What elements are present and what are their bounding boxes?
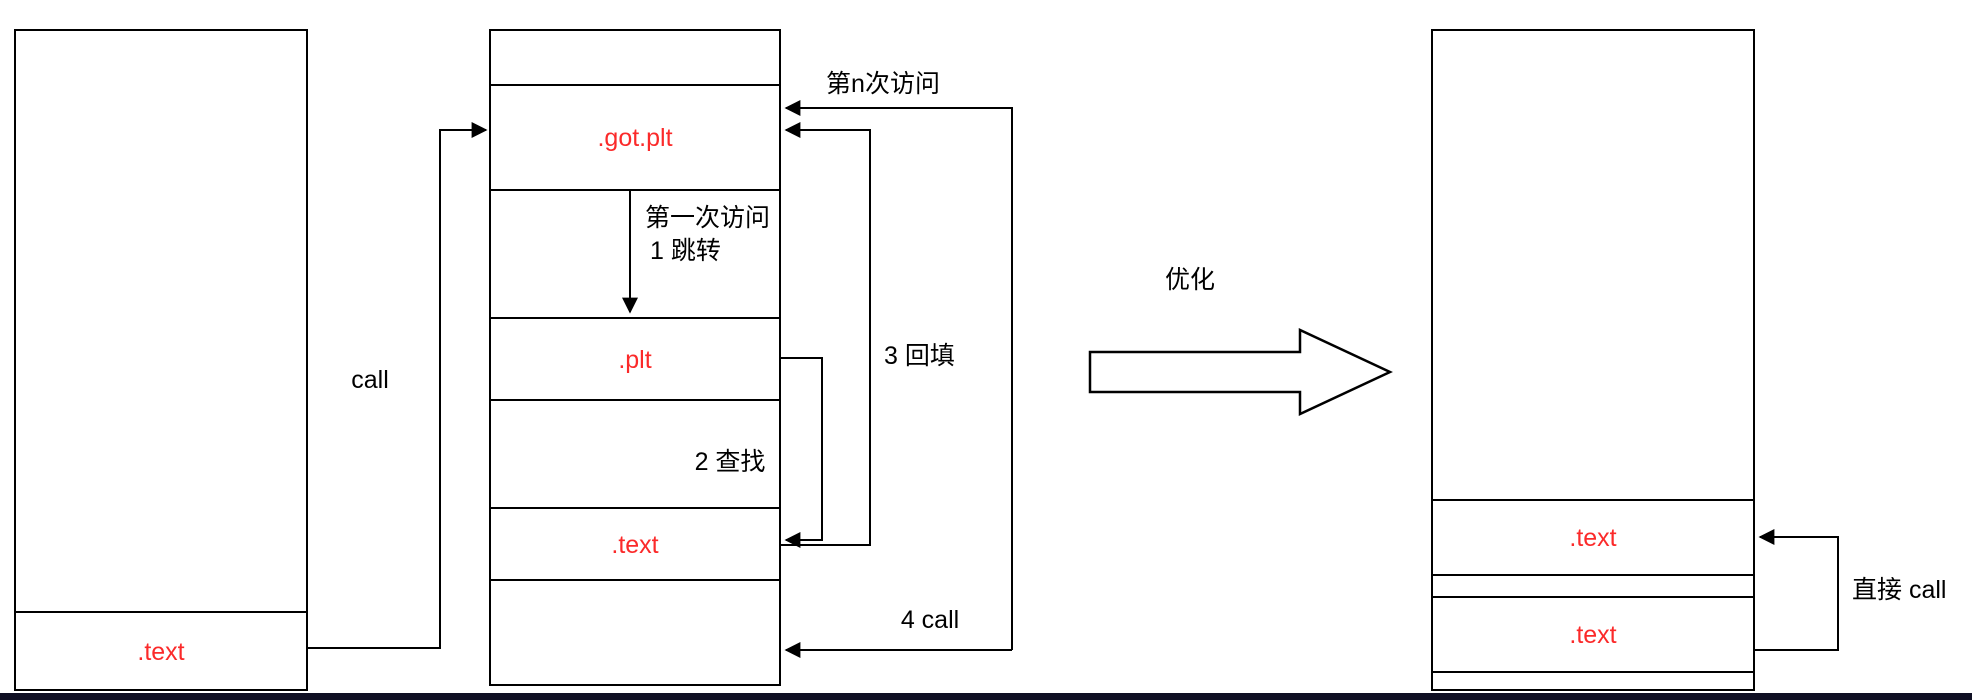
step4-call-label: 4 call — [901, 606, 959, 634]
step3-backfill-edge: 3 回填 — [780, 122, 955, 546]
optimize-label: 优化 — [1165, 266, 1215, 294]
right-text-section-label-top: .text — [1569, 524, 1616, 552]
nth-access-edge: 第n次访问 — [784, 70, 1013, 650]
call-edge: call — [307, 122, 488, 649]
right-block-arrow-icon — [1088, 328, 1393, 416]
right-binary-box: .text .text — [1431, 29, 1755, 691]
step2-lookup-arrow — [780, 357, 823, 548]
left-binary-box: .text — [14, 29, 308, 691]
step4-call-edge: 4 call — [784, 606, 1012, 658]
right-box-outline — [1431, 29, 1755, 691]
nth-access-arrow — [784, 100, 1013, 650]
plt-section-label: .plt — [618, 346, 651, 374]
call-arrow — [307, 122, 488, 649]
middle-text-section-label: .text — [611, 531, 658, 559]
optimize-transition: 优化 — [1088, 266, 1393, 416]
first-access-edge: 第一次访问 1 跳转 — [622, 190, 770, 314]
direct-call-label: 直接 call — [1852, 576, 1946, 604]
first-access-label-line1: 第一次访问 — [645, 204, 770, 232]
right-text-section-label-bottom: .text — [1569, 621, 1616, 649]
middle-binary-box: .got.plt .plt .text — [489, 29, 781, 686]
step2-lookup-edge: 2 查找 — [695, 357, 823, 548]
bottom-border-bar — [0, 693, 1972, 700]
direct-call-edge: 直接 call — [1754, 529, 1946, 651]
step3-backfill-label: 3 回填 — [884, 342, 955, 370]
left-text-section-label: .text — [137, 638, 184, 666]
left-box-outline — [14, 29, 308, 691]
step3-backfill-arrow — [780, 122, 871, 546]
first-access-label-line2: 1 跳转 — [650, 237, 721, 265]
got-plt-section-label: .got.plt — [597, 124, 672, 152]
call-label: call — [351, 366, 389, 394]
step2-lookup-label: 2 查找 — [695, 448, 766, 476]
direct-call-arrow — [1754, 529, 1839, 651]
middle-box-outline — [489, 29, 781, 686]
nth-access-label: 第n次访问 — [826, 70, 940, 98]
